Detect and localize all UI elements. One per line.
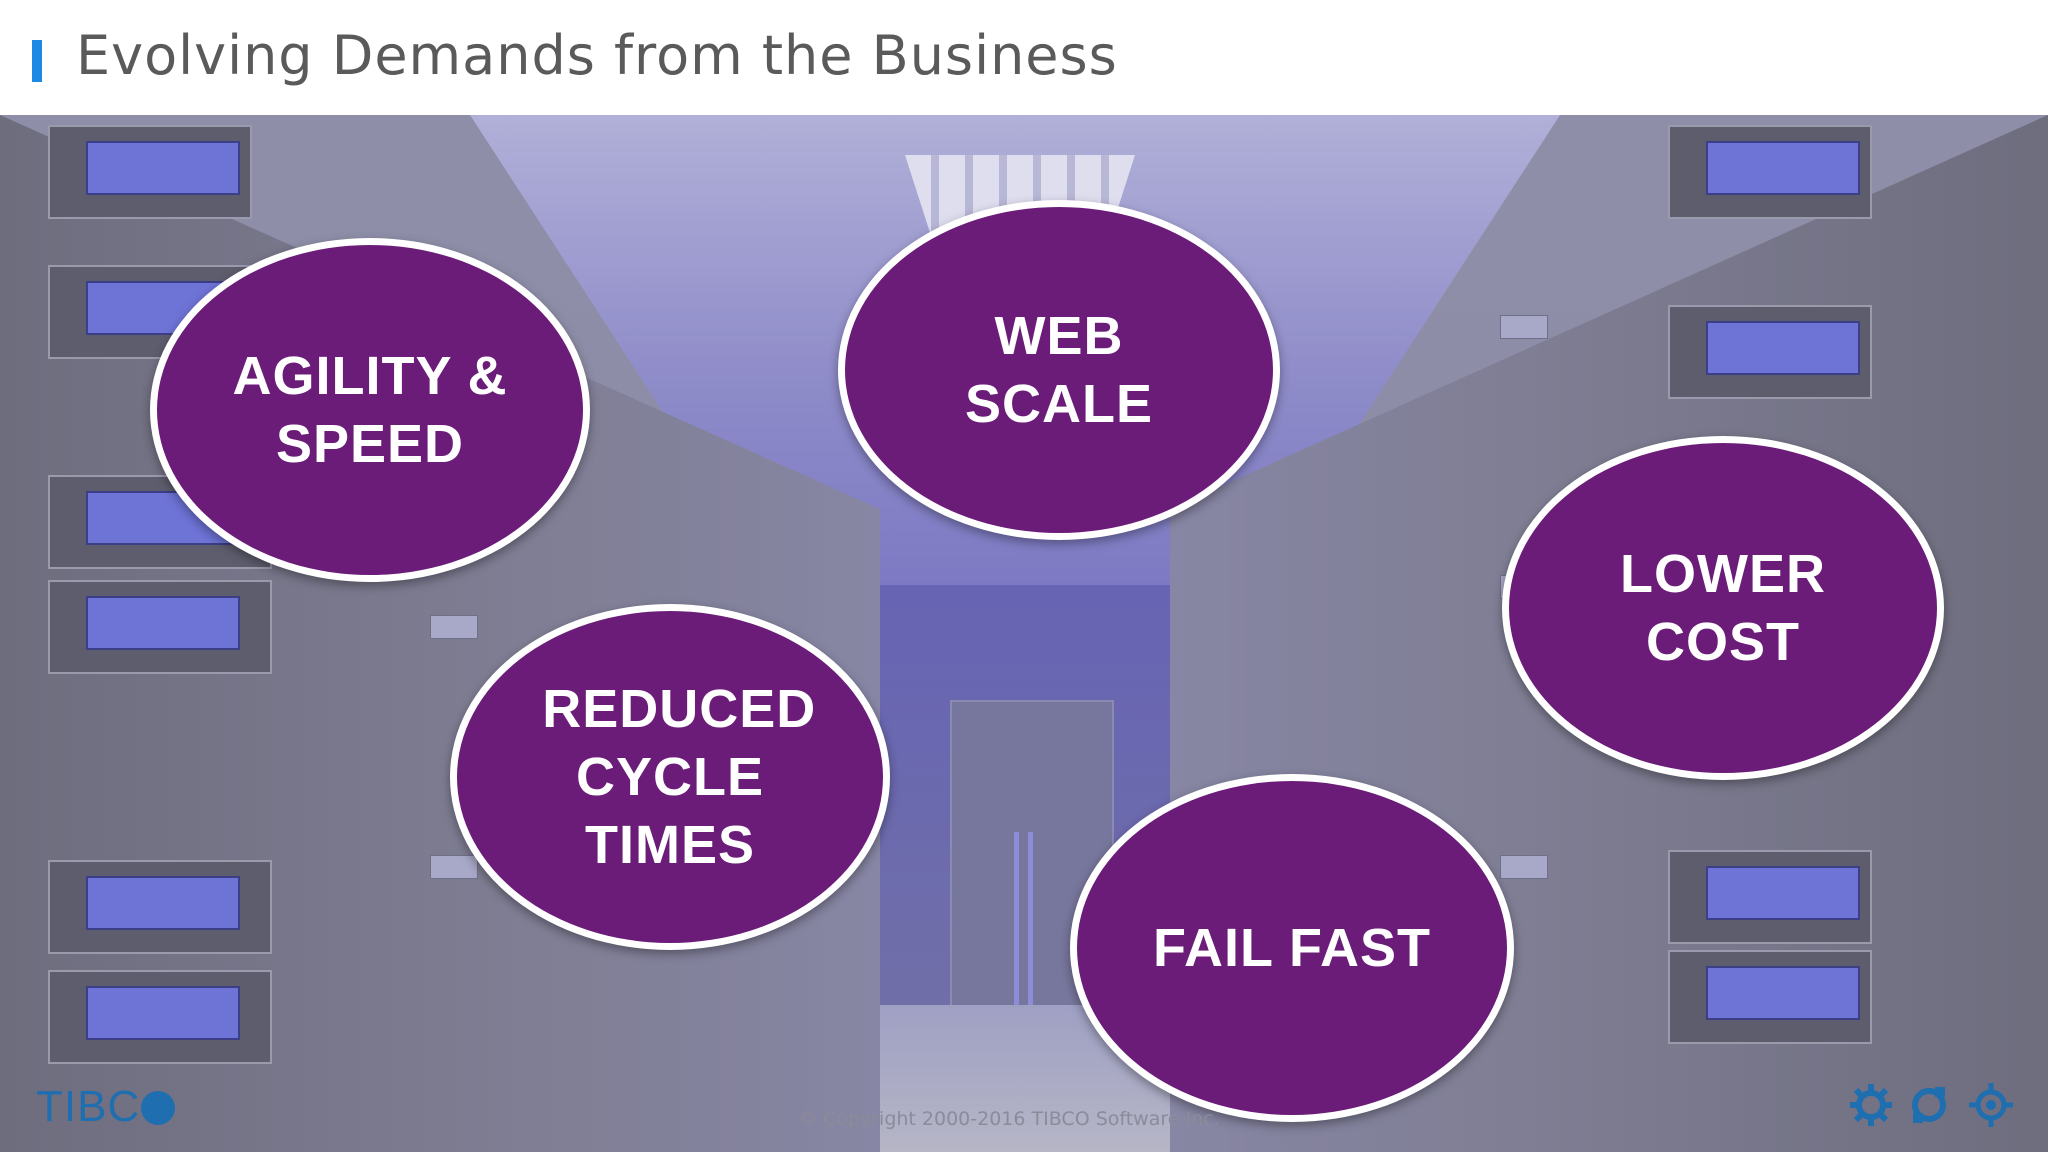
server-display: [86, 141, 240, 195]
server-panel: [48, 580, 272, 674]
drive-slot: [430, 855, 478, 879]
corner-icons: [1848, 1082, 2028, 1132]
drive-slot: [430, 615, 478, 639]
bubble-label: REDUCED CYCLE TIMES: [542, 675, 798, 879]
logo-ball-icon: [141, 1091, 175, 1125]
server-display: [1706, 321, 1860, 375]
bubble-lower-cost: LOWER COST: [1502, 436, 1944, 780]
server-display: [86, 596, 240, 650]
copyright-notice: © Copyright 2000-2016 TIBCO Software Inc…: [798, 1108, 1220, 1130]
server-display: [1706, 866, 1860, 920]
drive-slot: [1500, 315, 1548, 339]
gear-icon: [1848, 1082, 1894, 1128]
logo-text: TIBC: [36, 1082, 140, 1131]
server-display: [86, 986, 240, 1040]
bubble-label: FAIL FAST: [1120, 914, 1464, 982]
server-panel: [1668, 850, 1872, 944]
server-panel: [1668, 125, 1872, 219]
server-display: [86, 876, 240, 930]
server-panel: [1668, 305, 1872, 399]
bubble-agility-speed: AGILITY & SPEED: [150, 238, 590, 582]
cycle-icon: [1906, 1082, 1952, 1128]
bubble-label: AGILITY & SPEED: [200, 342, 541, 478]
server-panel: [48, 860, 272, 954]
bubble-fail-fast: FAIL FAST: [1070, 774, 1514, 1122]
bubble-label: LOWER COST: [1595, 540, 1852, 676]
server-panel: [1668, 950, 1872, 1044]
slide-header: Evolving Demands from the Business: [0, 0, 2048, 115]
title-accent-bar: [32, 40, 42, 82]
bubble-reduced-cycle-times: REDUCED CYCLE TIMES: [450, 604, 890, 950]
server-display: [1706, 141, 1860, 195]
bubble-web-scale: WEB SCALE: [838, 200, 1280, 540]
drive-slot: [1500, 855, 1548, 879]
bubble-label: WEB SCALE: [941, 302, 1176, 438]
server-display: [1706, 966, 1860, 1020]
server-panel: [48, 970, 272, 1064]
tibco-logo: TIBC: [36, 1082, 175, 1132]
crosshair-icon: [1968, 1082, 2014, 1128]
slide-title: Evolving Demands from the Business: [76, 24, 1118, 87]
server-panel: [48, 125, 252, 219]
